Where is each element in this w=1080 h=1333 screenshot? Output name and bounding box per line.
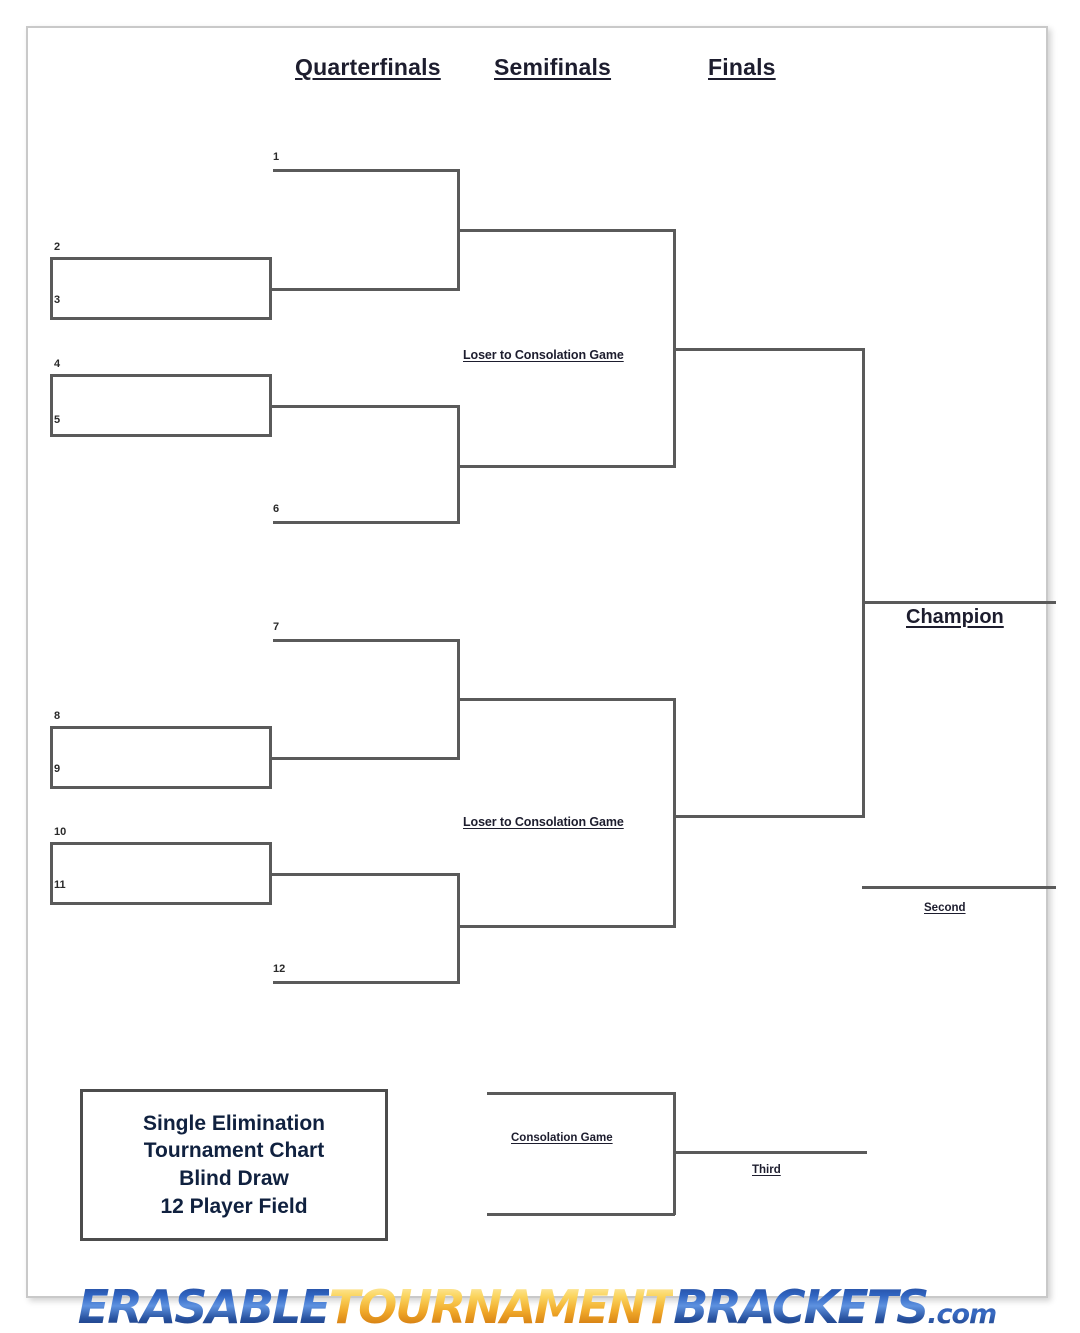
legend-line-2: Tournament Chart [143, 1139, 325, 1163]
seed-number-3: 3 [54, 294, 61, 306]
seed-line-12[interactable] [273, 981, 459, 984]
seed-number-2: 2 [54, 241, 61, 253]
champion-line[interactable] [862, 601, 1056, 604]
sf-out-2[interactable] [673, 815, 865, 818]
seed-number-1: 1 [273, 151, 280, 163]
consolation-game-label: Consolation Game [511, 1132, 613, 1144]
advance-line-2-3[interactable] [272, 288, 459, 291]
match-box-4-5[interactable] [50, 374, 272, 437]
third-place-label: Third [752, 1164, 781, 1176]
legend-box: Single Elimination Tournament Chart Blin… [80, 1089, 388, 1241]
advance-line-4-5[interactable] [272, 405, 459, 408]
legend-line-4: 12 Player Field [160, 1194, 308, 1218]
match-box-2-3[interactable] [50, 257, 272, 320]
third-place-line[interactable] [673, 1151, 867, 1154]
note-loser-to-consolation-bottom: Loser to Consolation Game [463, 815, 624, 829]
paper-sheet: Quarterfinals Semifinals Finals 1 2 3 4 … [26, 26, 1056, 1333]
qf-connector-2 [457, 405, 460, 524]
seed-number-10: 10 [54, 826, 67, 838]
match-box-10-11[interactable] [50, 842, 272, 905]
sf-out-1[interactable] [673, 348, 865, 351]
sf-connector-2 [673, 698, 676, 928]
note-loser-to-consolation-top: Loser to Consolation Game [463, 348, 624, 362]
seed-number-7: 7 [273, 621, 280, 633]
advance-line-10-11[interactable] [272, 873, 459, 876]
seed-line-1[interactable] [273, 169, 459, 172]
logo-text-dotcom: .com [927, 1299, 997, 1330]
site-logo[interactable]: ERASABLETOURNAMENTBRACKETS.com [28, 1280, 1046, 1333]
logo-text-tournament: TOURNAMENT [328, 1280, 675, 1333]
consolation-line-top[interactable] [487, 1092, 675, 1095]
qf-out-3[interactable] [457, 698, 675, 701]
match-box-8-9[interactable] [50, 726, 272, 789]
qf-out-1[interactable] [457, 229, 675, 232]
seed-line-7[interactable] [273, 639, 459, 642]
seed-number-6: 6 [273, 503, 280, 515]
champion-label: Champion [906, 606, 1004, 628]
second-place-line[interactable] [862, 886, 1056, 889]
qf-out-2[interactable] [457, 465, 675, 468]
logo-text-brackets: BRACKETS [673, 1280, 929, 1333]
seed-number-5: 5 [54, 414, 61, 426]
round-heading-semifinals: Semifinals [494, 54, 612, 80]
seed-number-11: 11 [54, 879, 66, 891]
seed-number-4: 4 [54, 358, 61, 370]
second-place-label: Second [924, 902, 966, 914]
seed-line-6[interactable] [273, 521, 459, 524]
advance-line-8-9[interactable] [272, 757, 459, 760]
legend-line-1: Single Elimination [142, 1111, 326, 1135]
final-connector [862, 348, 865, 818]
round-heading-quarterfinals: Quarterfinals [295, 54, 441, 80]
qf-out-4[interactable] [457, 925, 675, 928]
qf-connector-4 [457, 873, 460, 984]
round-heading-finals: Finals [708, 54, 776, 80]
consolation-line-bottom[interactable] [487, 1213, 675, 1216]
seed-number-8: 8 [54, 710, 61, 722]
legend-line-3: Blind Draw [179, 1167, 289, 1190]
seed-number-9: 9 [54, 763, 61, 775]
seed-number-12: 12 [273, 963, 286, 975]
logo-text-erasable: ERASABLE [77, 1280, 331, 1333]
